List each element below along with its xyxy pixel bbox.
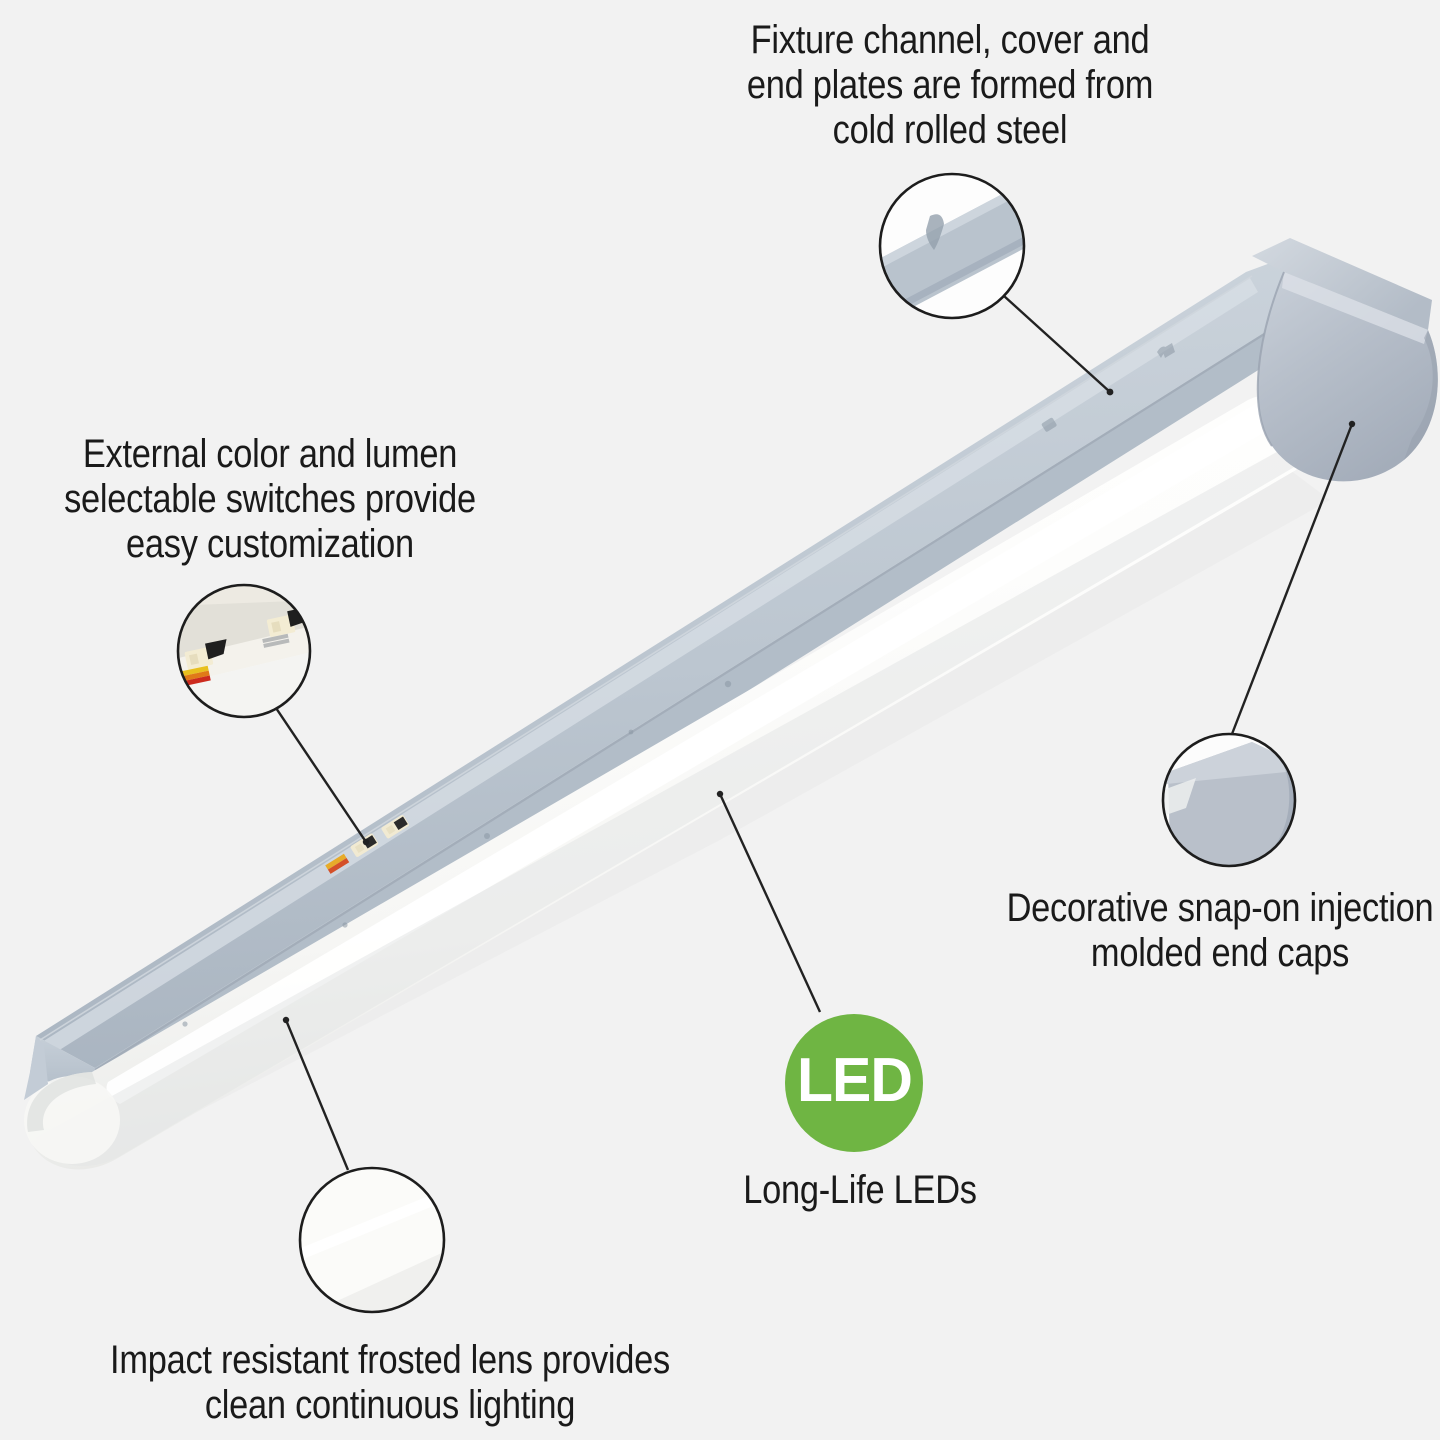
caption-end-caps: Decorative snap-on injection molded end … — [1006, 886, 1434, 975]
end-cap-right — [1252, 238, 1438, 482]
led-badge-label: LED — [796, 1046, 913, 1115]
led-badge: LED — [785, 1014, 923, 1152]
caption-fixture-channel: Fixture channel, cover and end plates ar… — [746, 18, 1154, 152]
led-badge-leader — [716, 790, 822, 1013]
callout-selectable-switches: CCT — [176, 583, 370, 846]
callout-fixture-channel — [878, 172, 1114, 396]
caption-frosted-lens: Impact resistant frosted lens provides c… — [110, 1338, 670, 1427]
callout-end-caps — [1161, 420, 1356, 868]
fixture-body — [24, 238, 1438, 1170]
dip-switches-on-fixture — [325, 815, 409, 874]
caption-selectable-switches: External color and lumen selectable swit… — [64, 432, 476, 566]
caption-long-life-leds: Long-Life LEDs — [743, 1168, 977, 1212]
callout-frosted-lens — [282, 1016, 446, 1314]
